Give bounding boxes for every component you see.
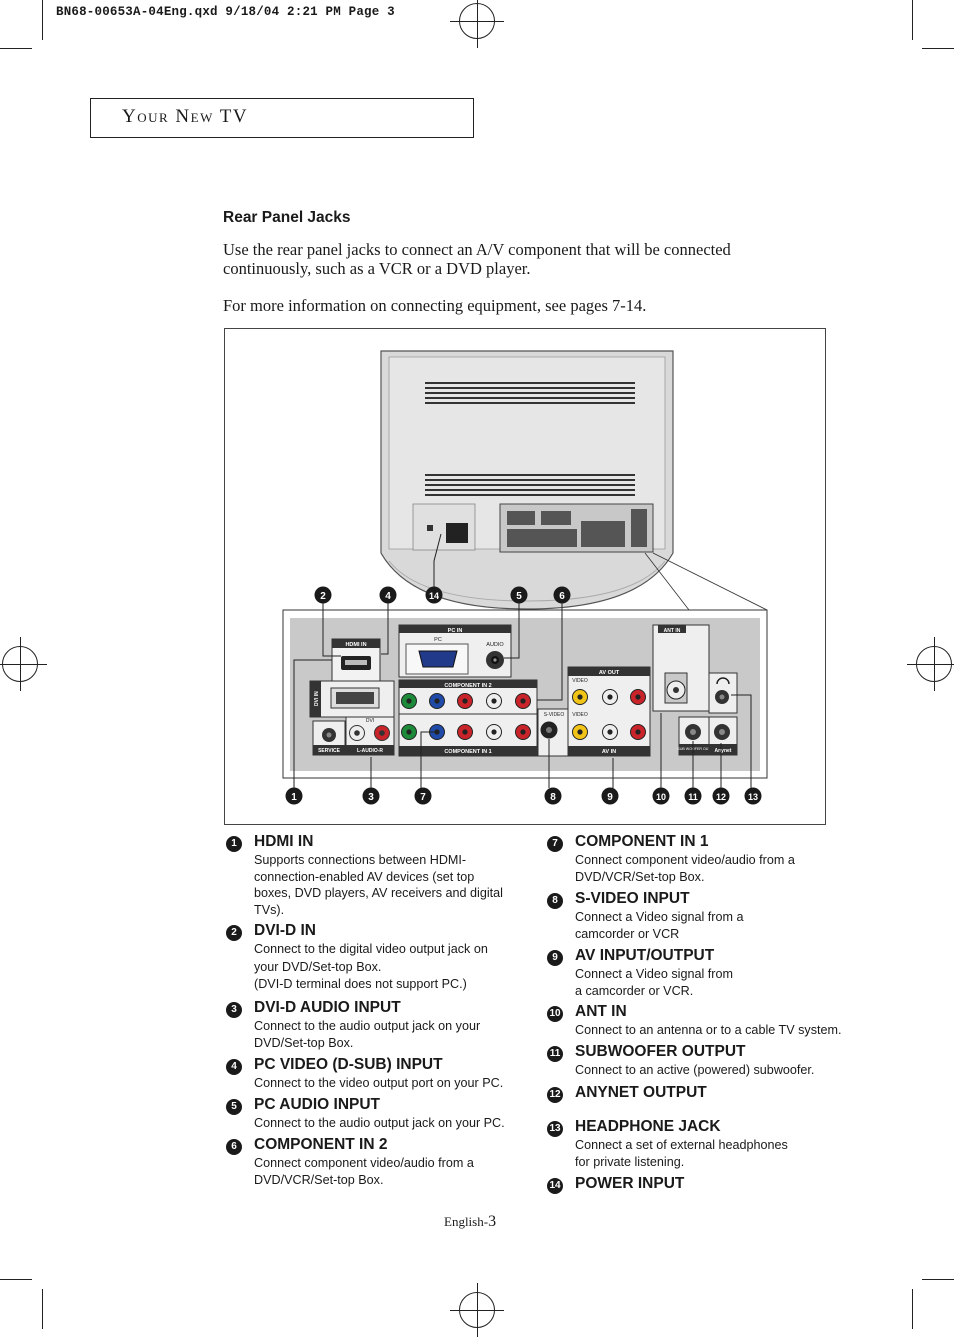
label-av-out: AV OUT <box>599 670 620 676</box>
label-component-1: COMPONENT IN 1 <box>444 749 491 755</box>
label-dvi-small: DVI <box>366 718 374 724</box>
label-svideo: S-VIDEO <box>544 712 565 718</box>
callout-3: 3 <box>368 792 374 803</box>
item-description: Connect to the digital video output jack… <box>254 942 488 991</box>
item-description: Connect component video/audio from a DVD… <box>575 853 795 884</box>
footer-language: English- <box>444 1214 489 1229</box>
registration-mark-icon <box>450 0 504 48</box>
crop-mark <box>0 48 32 49</box>
number-badge: 10 <box>547 1006 563 1022</box>
number-badge: 6 <box>226 1139 242 1155</box>
item-description: Connect to the audio output jack on your… <box>254 1019 481 1050</box>
item-description: Connect a Video signal from a camcorder … <box>575 910 744 941</box>
more-info-text: For more information on connecting equip… <box>223 296 647 315</box>
callout-12: 12 <box>716 792 726 802</box>
number-badge: 13 <box>547 1121 563 1137</box>
registration-mark-icon <box>0 637 47 691</box>
label-video-out: VIDEO <box>572 678 588 684</box>
callout-5: 5 <box>516 591 522 602</box>
number-badge: 2 <box>226 925 242 941</box>
callout-7: 7 <box>420 792 426 803</box>
callout-6: 6 <box>559 591 565 602</box>
item-title: ANT IN <box>575 1003 627 1020</box>
label-component-2: COMPONENT IN 2 <box>444 683 491 689</box>
number-badge: 9 <box>547 950 563 966</box>
label-dvi-in: DVI IN <box>314 691 320 706</box>
item-description: Connect a set of external headphones for… <box>575 1138 788 1169</box>
crop-mark <box>912 0 913 40</box>
number-badge: 8 <box>547 893 563 909</box>
callout-4: 4 <box>385 591 391 602</box>
item-description: Connect to an active (powered) subwoofer… <box>575 1063 815 1077</box>
registration-mark-icon <box>907 637 954 691</box>
item-description: Supports connections between HDMI- conne… <box>254 853 503 917</box>
item-title: PC AUDIO INPUT <box>254 1096 381 1113</box>
zoomed-jack-panel: HDMI IN PC IN PC AUDIO DVI IN SERVICE <box>282 609 768 779</box>
label-av-in: AV IN <box>602 749 616 755</box>
callout-11: 11 <box>688 792 698 802</box>
item-title: HDMI IN <box>254 833 314 850</box>
callout-13: 13 <box>748 792 758 802</box>
label-video-in: VIDEO <box>572 712 588 718</box>
crop-mark <box>42 0 43 40</box>
callout-1: 1 <box>291 792 297 803</box>
intro-line-2: continuously, such as a VCR or a DVD pla… <box>223 259 531 278</box>
tv-back-body <box>380 350 674 610</box>
item-title: COMPONENT IN 2 <box>254 1136 388 1153</box>
number-badge: 14 <box>547 1178 563 1194</box>
section-title: Your New TV <box>122 106 249 127</box>
item-title: COMPONENT IN 1 <box>575 833 709 850</box>
item-description: Connect component video/audio from a DVD… <box>254 1156 474 1187</box>
number-badge: 4 <box>226 1059 242 1075</box>
callout-10: 10 <box>656 792 666 802</box>
callout-badges: 2 4 14 5 6 1 3 7 8 9 10 11 12 13 <box>285 586 762 805</box>
item-title: POWER INPUT <box>575 1175 685 1192</box>
callout-8: 8 <box>550 792 556 803</box>
item-title: SUBWOOFER OUTPUT <box>575 1043 746 1060</box>
item-title: HEADPHONE JACK <box>575 1118 721 1135</box>
crop-mark <box>0 1279 32 1280</box>
item-description: Connect to an antenna or to a cable TV s… <box>575 1023 842 1037</box>
number-badge: 5 <box>226 1099 242 1115</box>
section-header-box <box>90 98 474 138</box>
number-badge: 12 <box>547 1087 563 1103</box>
intro-line-1: Use the rear panel jacks to connect an A… <box>223 240 731 259</box>
rear-panel-figure: HDMI IN PC IN PC AUDIO DVI IN SERVICE <box>224 328 826 825</box>
label-service: SERVICE <box>318 748 341 754</box>
item-title: PC VIDEO (D-SUB) INPUT <box>254 1056 443 1073</box>
page-number: 3 <box>488 1213 497 1230</box>
number-badge: 3 <box>226 1002 242 1018</box>
crop-mark <box>42 1289 43 1329</box>
page-footer: English-3 <box>444 1213 496 1231</box>
rear-panel-illustration: HDMI IN PC IN PC AUDIO DVI IN SERVICE <box>282 350 768 805</box>
item-title: S-VIDEO INPUT <box>575 890 690 907</box>
callout-2: 2 <box>320 591 326 602</box>
label-hdmi: HDMI IN <box>345 642 366 648</box>
label-pc: PC <box>434 637 442 643</box>
registration-mark-icon <box>450 1283 504 1337</box>
crop-mark <box>912 1289 913 1329</box>
label-dvi-audio: L-AUDIO-R <box>357 748 383 754</box>
label-pc-in: PC IN <box>448 628 463 634</box>
number-badge: 7 <box>547 836 563 852</box>
label-anynet: Anynet <box>715 748 732 754</box>
item-description: Connect to the video output port on your… <box>254 1076 504 1090</box>
callout-14: 14 <box>429 591 439 601</box>
crop-mark <box>922 1279 954 1280</box>
crop-mark <box>922 48 954 49</box>
label-ant-in: ANT IN <box>664 628 681 634</box>
item-description: Connect to the audio output jack on your… <box>254 1116 505 1130</box>
item-title: ANYNET OUTPUT <box>575 1084 707 1101</box>
page-heading: Rear Panel Jacks <box>223 209 351 226</box>
label-audio: AUDIO <box>486 642 504 648</box>
print-slug: BN68-00653A-04Eng.qxd 9/18/04 2:21 PM Pa… <box>56 5 395 19</box>
item-title: AV INPUT/OUTPUT <box>575 947 715 964</box>
item-description: Connect a Video signal from a camcorder … <box>575 967 733 998</box>
callout-9: 9 <box>607 792 613 803</box>
item-title: DVI-D IN <box>254 922 316 939</box>
number-badge: 11 <box>547 1046 563 1062</box>
number-badge: 1 <box>226 836 242 852</box>
label-sub-out: SUB WOOFER OUT <box>677 747 711 751</box>
item-title: DVI-D AUDIO INPUT <box>254 999 401 1016</box>
